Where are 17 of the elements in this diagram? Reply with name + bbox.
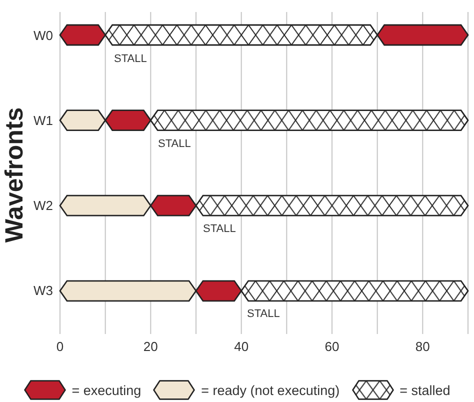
category-label: W1 [34,114,53,127]
category-label: W3 [34,284,53,298]
segment-label: STALL [247,309,280,320]
axis-title: Wavefronts [2,107,28,243]
tick-label: 20 [143,340,158,353]
legend-label: = executing [72,382,142,398]
tick-label: 0 [56,340,64,353]
tick-label: 80 [415,340,430,353]
category-label: W0 [34,28,53,42]
tick-label: 60 [324,340,340,353]
legend-label: = stalled [400,382,450,398]
tick-label: 40 [234,340,249,353]
segment-label: STALL [203,224,236,235]
category-label: W2 [34,199,53,212]
legend-label: = ready (not executing) [201,382,340,398]
segment-label: STALL [158,139,191,150]
segment-label: STALL [114,54,147,65]
